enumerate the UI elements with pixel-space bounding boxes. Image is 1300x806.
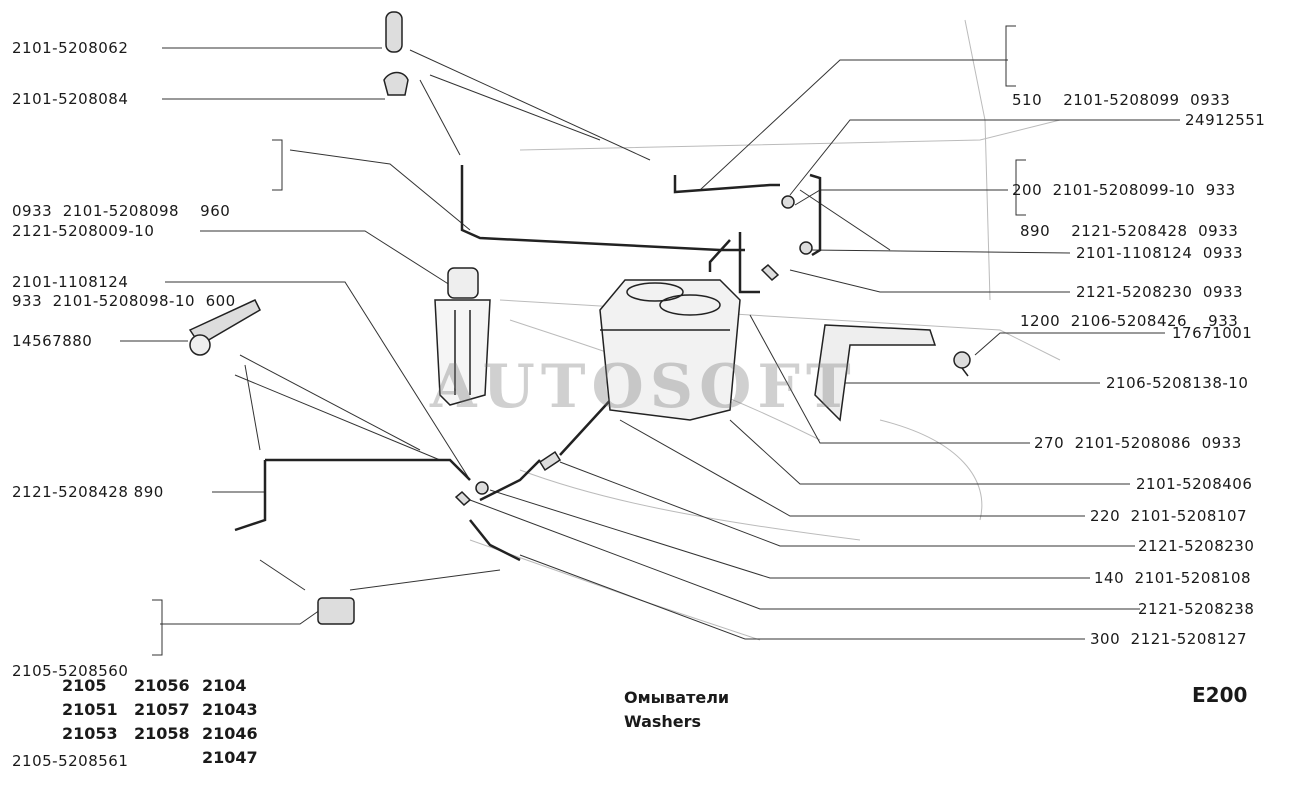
screw-part	[953, 351, 971, 377]
nozzle-part	[383, 11, 409, 96]
part-label: 300 2121-5208127	[1090, 630, 1248, 648]
part-group-row: 2105-5208560	[12, 662, 129, 680]
part-label: 14567880	[12, 332, 93, 350]
part-label: 2121-5208009-10	[12, 222, 155, 240]
part-group-row: 933 2101-5208098-10 600	[12, 292, 236, 310]
part-label: 17671001	[1172, 324, 1253, 342]
group-brackets	[152, 25, 1026, 656]
model-code: 21046	[202, 724, 258, 743]
part-label: 2121-5208230 0933	[1076, 283, 1244, 301]
washer-pump	[434, 267, 491, 406]
part-label: 2121-5208230	[1138, 537, 1255, 555]
model-code: 21056	[134, 676, 190, 695]
part-group-hose-left: 0933 2101-5208098 960 933 2101-5208098-1…	[12, 136, 236, 346]
part-group-row: 890 2121-5208428 0933	[1020, 222, 1239, 240]
model-code: 21057	[134, 700, 190, 719]
part-group-row: 0933 2101-5208098 960	[12, 202, 231, 220]
diagram-title: Омыватели Washers	[624, 686, 729, 734]
part-label: 2101-5208062	[12, 39, 129, 57]
part-label: 2121-5208428 890	[12, 483, 164, 501]
reservoir-tank	[599, 279, 741, 421]
car-body-outline	[469, 19, 1061, 641]
watermark: AUTOSOFT	[430, 352, 857, 422]
model-code: 21047	[202, 748, 258, 767]
model-code: 2104	[202, 676, 247, 695]
part-label: 24912551	[1185, 111, 1266, 129]
part-label: 270 2101-5208086 0933	[1034, 434, 1242, 452]
part-label: 2106-5208138-10	[1106, 374, 1249, 392]
part-group-hose-right-top: 510 2101-5208099 0933 200 2101-5208099-1…	[1012, 25, 1236, 235]
part-group-row: 1200 2106-5208426 933	[1020, 312, 1239, 330]
part-label: 2101-1108124	[12, 273, 129, 291]
part-label: 2101-1108124 0933	[1076, 244, 1244, 262]
part-group-row: 510 2101-5208099 0933	[1012, 91, 1231, 109]
model-code: 21043	[202, 700, 258, 719]
connectors	[317, 195, 813, 625]
part-label: 2101-5208084	[12, 90, 129, 108]
part-group-row: 2105-5208561	[12, 752, 129, 770]
part-group-jet: 2105-5208560 2105-5208561	[12, 596, 128, 806]
part-label: 140 2101-5208108	[1094, 569, 1252, 587]
page-code: E200	[1192, 683, 1248, 707]
model-code: 21053	[62, 724, 118, 743]
part-group-row: 200 2101-5208099-10 933	[1012, 181, 1236, 199]
model-code: 2105	[62, 676, 107, 695]
clip-part	[188, 299, 261, 356]
mounting-bracket	[814, 324, 937, 422]
washers-exploded-diagram	[120, 11, 1180, 656]
model-code: 21058	[134, 724, 190, 743]
part-label: 2101-5208406	[1136, 475, 1253, 493]
model-code: 21051	[62, 700, 118, 719]
part-group-hose-right-mid: 890 2121-5208428 0933 1200 2106-5208426 …	[1020, 156, 1238, 366]
part-label: 220 2101-5208107	[1090, 507, 1248, 525]
title-ru: Омыватели	[624, 688, 730, 707]
title-en: Washers	[624, 712, 702, 731]
part-label: 2121-5208238	[1138, 600, 1255, 618]
